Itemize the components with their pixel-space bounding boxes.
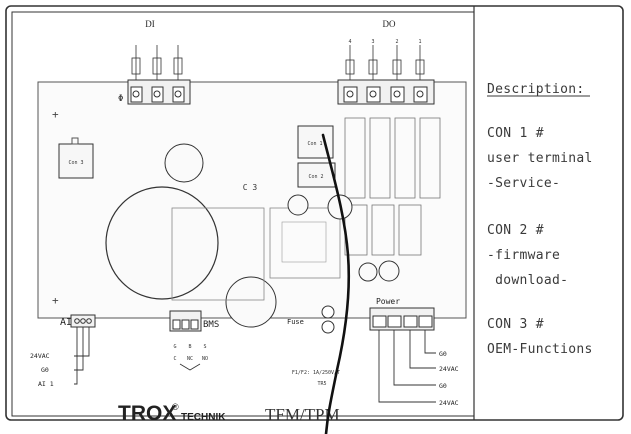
pcb-component (71, 137, 79, 145)
desc-con1: CON 1 # (487, 126, 544, 141)
con3-label: Con 3 (68, 160, 83, 166)
capacitor (164, 143, 204, 183)
fuse-rating: F1/F2: 1A/250V/T (292, 370, 340, 376)
bms-switch-symbol (179, 363, 201, 371)
di-terminal-block (127, 79, 191, 105)
bms-sub-c: C (173, 356, 176, 362)
capacitor-small (378, 260, 400, 282)
bms-pin-b: B (188, 344, 191, 350)
ai-ai1: AI 1 (38, 380, 54, 388)
fuse-f1 (321, 305, 335, 319)
do-pin-4: 4 (348, 39, 351, 45)
bms-terminal (169, 310, 202, 332)
desc-con1-note: -Service- (487, 176, 560, 191)
do-pin-3: 3 (371, 39, 374, 45)
outer-frame (5, 5, 624, 421)
mount-mark: + (52, 294, 59, 307)
pen-stroke (321, 133, 351, 434)
do-leads (345, 45, 425, 80)
large-capacitor (105, 186, 219, 300)
ai-24vac: 24VAC (30, 352, 50, 360)
capacitor-small (287, 194, 309, 216)
power-g0-b: G0 (439, 382, 447, 390)
brand-reg: ® (172, 402, 179, 412)
capacitor-small (358, 262, 378, 282)
desc-con2-note: download- (487, 273, 568, 288)
desc-con3-purpose: OEM-Functions (487, 342, 593, 357)
model-name: TFM/TPM (265, 405, 340, 424)
di-label: DI (145, 19, 155, 29)
fuse-type: TR5 (317, 381, 326, 387)
fuse-f2 (321, 320, 335, 334)
desc-con2-purpose: -firmware (487, 248, 560, 263)
chip-core (281, 221, 327, 263)
bms-sub-nc: NC (187, 356, 193, 362)
desc-con3: CON 3 # (487, 317, 544, 332)
ai-terminal (70, 314, 96, 328)
fuse-label: Fuse (287, 318, 304, 326)
bms-label: BMS (203, 320, 219, 330)
power-24vac-b: 24VAC (439, 399, 459, 407)
desc-con1-purpose: user terminal (487, 151, 593, 166)
con2-connector: Con 2 (297, 162, 336, 188)
power-label: Power (376, 297, 400, 306)
di-leads (131, 45, 183, 80)
relay-coil (225, 276, 277, 328)
di-silk-mark: Φ (118, 94, 123, 104)
do-pin-1: 1 (418, 39, 421, 45)
power-g0-a: G0 (439, 350, 447, 358)
ai-g0: G0 (41, 366, 49, 374)
do-pin-2: 2 (395, 39, 398, 45)
description-title: Description: (487, 82, 585, 97)
power-24vac-a: 24VAC (439, 365, 459, 373)
do-label: DO (383, 19, 396, 29)
power-terminal (369, 307, 435, 331)
brand-name: TROX (118, 402, 176, 425)
bms-pin-g: G (173, 344, 176, 350)
ai-label: AI (60, 317, 72, 328)
power-leads (378, 330, 436, 403)
ai-leads (74, 327, 90, 385)
bms-pin-s: S (203, 344, 206, 350)
desc-con2: CON 2 # (487, 223, 544, 238)
c3-silk-label: C 3 (243, 183, 258, 192)
mcu-chip-area (171, 207, 265, 301)
mount-mark: + (52, 108, 59, 121)
con1-label: Con 1 (307, 141, 322, 147)
bms-sub-no: NO (202, 356, 208, 362)
relay-bank (344, 117, 441, 256)
con2-label: Con 2 (308, 174, 323, 180)
do-terminal-block (337, 79, 435, 105)
con1-connector: Con 1 (297, 125, 334, 159)
con3-connector: Con 3 (58, 143, 94, 179)
brand-suffix: TECHNIK (181, 412, 226, 423)
